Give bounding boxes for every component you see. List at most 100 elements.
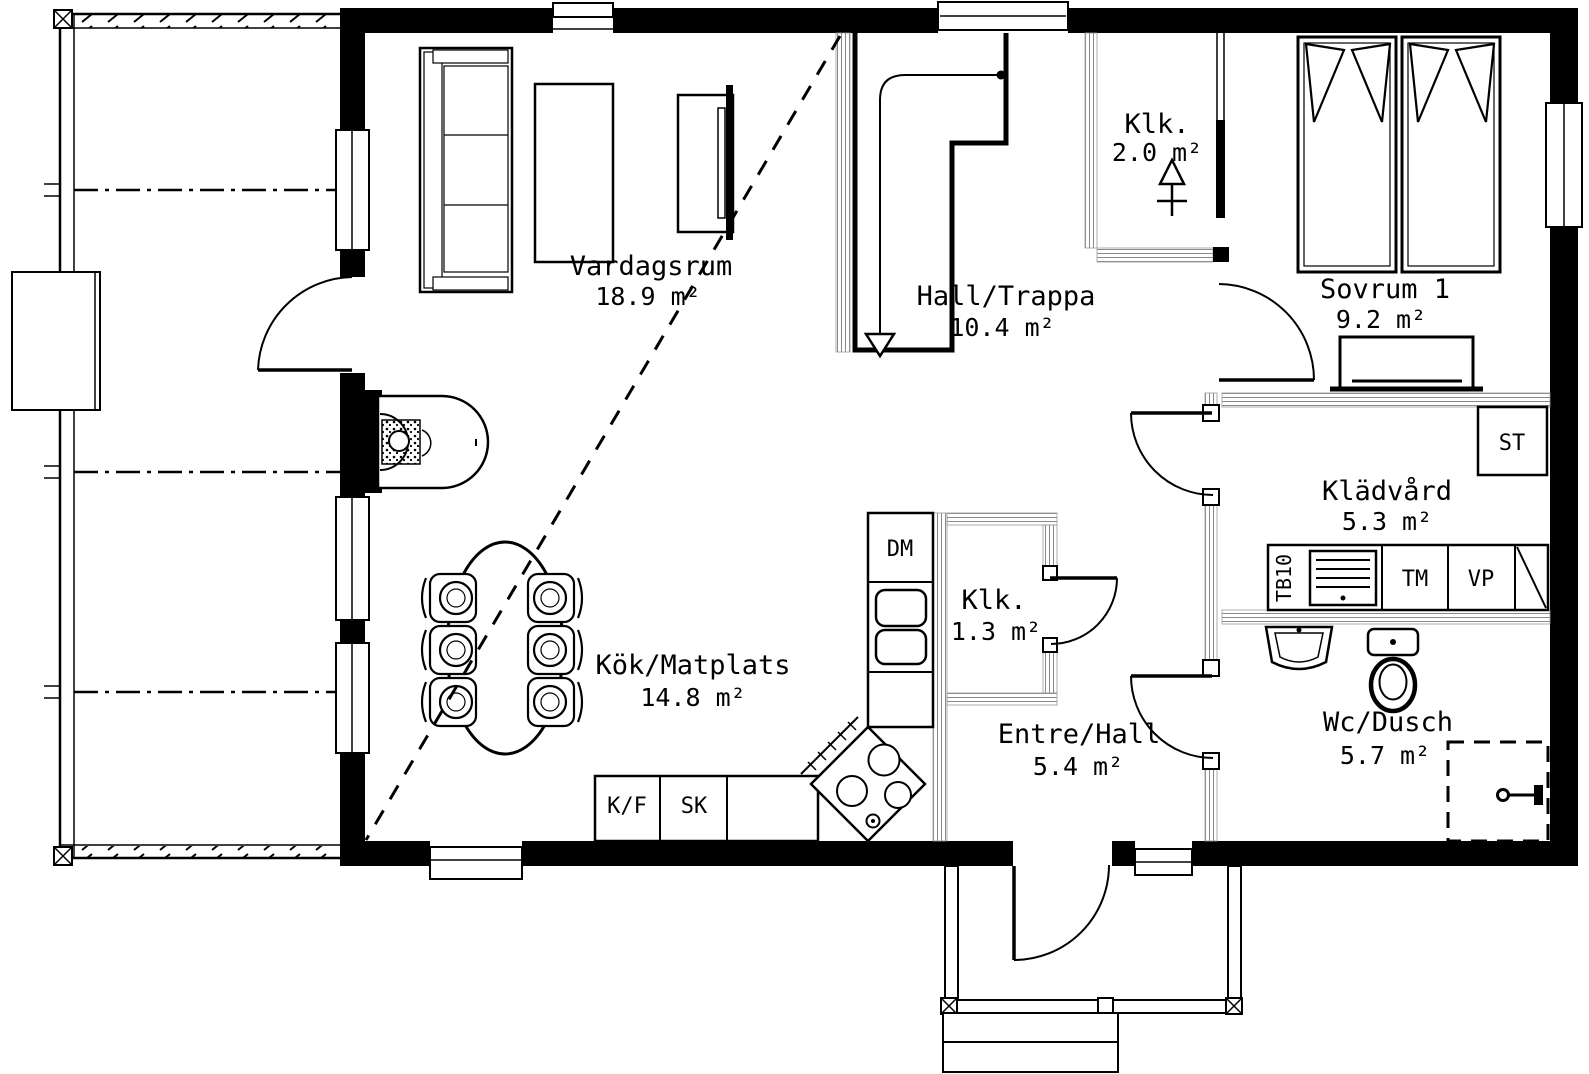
porch-post-left [944,865,959,999]
door-entrance [1012,841,1112,961]
room-label-sovrum-1: Sovrum 1 [1320,274,1450,305]
partition-klk13 [946,512,1058,706]
entrance-porch [940,865,1243,1073]
windows [335,1,1583,880]
room-label-kladvard: Klädvård [1322,476,1452,507]
window-entre-bottom [1134,841,1193,876]
shower-mixer-icon [1496,785,1543,805]
coat-rail-icon [1157,157,1187,216]
door-kladvard [1130,411,1214,496]
window-hall-top [937,1,1069,33]
door-sovrum [1218,283,1315,382]
room-area-sovrum-1: 9.2 m² [1336,305,1426,334]
deck-corner-marker-bottom [53,846,73,866]
fixture-label-kf: K/F [607,794,647,819]
partition-kitchen-entre [932,512,948,842]
doors [257,276,1315,961]
window-kitchen-bottom [429,841,523,880]
porch-corner-marker-right [1225,997,1243,1015]
dining-set [420,540,584,756]
dresser [1330,335,1483,392]
partition-kladvard-bottom [1221,609,1551,625]
window-kitchen-left-1 [335,496,370,621]
closet-st [1476,405,1549,477]
klk2-symbols [1157,157,1187,216]
kitchen-counter-bottom [593,774,820,843]
porch-steps [942,1012,1119,1073]
porch-post-right [1227,865,1242,999]
interior-partitions [835,32,1551,842]
fixture-labels: K/F SK DM ST TM VP TB10 [607,431,1525,819]
partition-stair [835,32,851,353]
stove [800,716,927,843]
fixture-label-sk: SK [681,794,708,819]
stove-hatch [807,721,857,771]
window-bedroom-right [1545,102,1583,228]
partition-klk2-left [1084,32,1098,249]
shower [1446,740,1550,843]
bathroom-fixtures [1264,625,1550,843]
room-area-vardagsrum: 18.9 m² [595,282,700,311]
tv-bench [676,85,735,240]
partition-hall-right [1202,392,1220,842]
door-wc [1130,674,1214,759]
room-label-klk-upper: Klk. [1124,109,1189,140]
room-area-klk-lower: 1.3 m² [951,617,1041,646]
room-area-wc-dusch: 5.7 m² [1340,741,1430,770]
partition-bedroom-bottom [1221,392,1551,408]
deck-edge-top [60,15,340,28]
fixture-label-st: ST [1499,431,1526,456]
staircase [852,33,1009,359]
window-kitchen-left-2 [335,642,370,754]
coffee-table [533,82,615,264]
partition-klk2-sovrum [1216,33,1225,218]
room-label-vardagsrum: Vardagsrum [570,251,733,282]
deck-beam-end-ticks [44,183,60,699]
room-area-kok-matplats: 14.8 m² [640,683,745,712]
porch-corner-marker-left [940,997,958,1015]
deck-beam-lines [74,188,340,694]
room-label-klk-lower: Klk. [961,585,1026,616]
door-klk13 [1050,576,1118,645]
deck-edge-bottom [60,846,340,858]
fixture-label-dm: DM [887,537,914,562]
fixture-label-vp: VP [1468,567,1495,592]
partition-klk2-bottom [1096,247,1214,263]
deck-step [11,271,101,411]
kitchen-sink [874,588,928,666]
room-labels: Vardagsrum 18.9 m² Hall/Trappa 10.4 m² K… [570,109,1453,781]
stair-direction-arrow [863,332,897,359]
wall-fireplace-pier [340,390,382,493]
toilet [1366,627,1420,714]
laundry-counter [1266,543,1550,612]
exterior-walls [340,8,1578,866]
bathroom-sink [1264,625,1334,671]
deck-terrace [11,9,340,866]
wall-post-klk2 [1213,247,1229,262]
door-deck [257,276,365,373]
room-label-entre-hall: Entre/Hall [998,719,1161,750]
room-area-kladvard: 5.3 m² [1342,507,1432,536]
drying-cabinet [1308,549,1378,607]
bed-2 [1400,35,1502,274]
laundry-fixtures [1266,405,1550,612]
fireplace [376,394,490,490]
bed-1 [1296,35,1398,274]
dining-chairs [420,572,584,728]
kitchen-fixtures [593,511,935,843]
room-label-hall-trappa: Hall/Trappa [917,281,1096,312]
wall-bottom [340,841,1578,866]
fixture-label-tm: TM [1402,567,1429,592]
deck-corner-marker-top [53,9,73,29]
porch-mid-post [1097,997,1114,1014]
fixture-label-tb10: TB10 [1272,554,1296,602]
room-area-entre-hall: 5.4 m² [1033,752,1123,781]
window-livingroom-left [335,129,370,251]
room-area-klk-upper: 2.0 m² [1112,138,1202,167]
window-livingroom-top [552,2,614,33]
bedroom-furniture [1296,35,1502,392]
livingroom-furniture [376,46,735,490]
room-label-wc-dusch: Wc/Dusch [1323,707,1453,738]
